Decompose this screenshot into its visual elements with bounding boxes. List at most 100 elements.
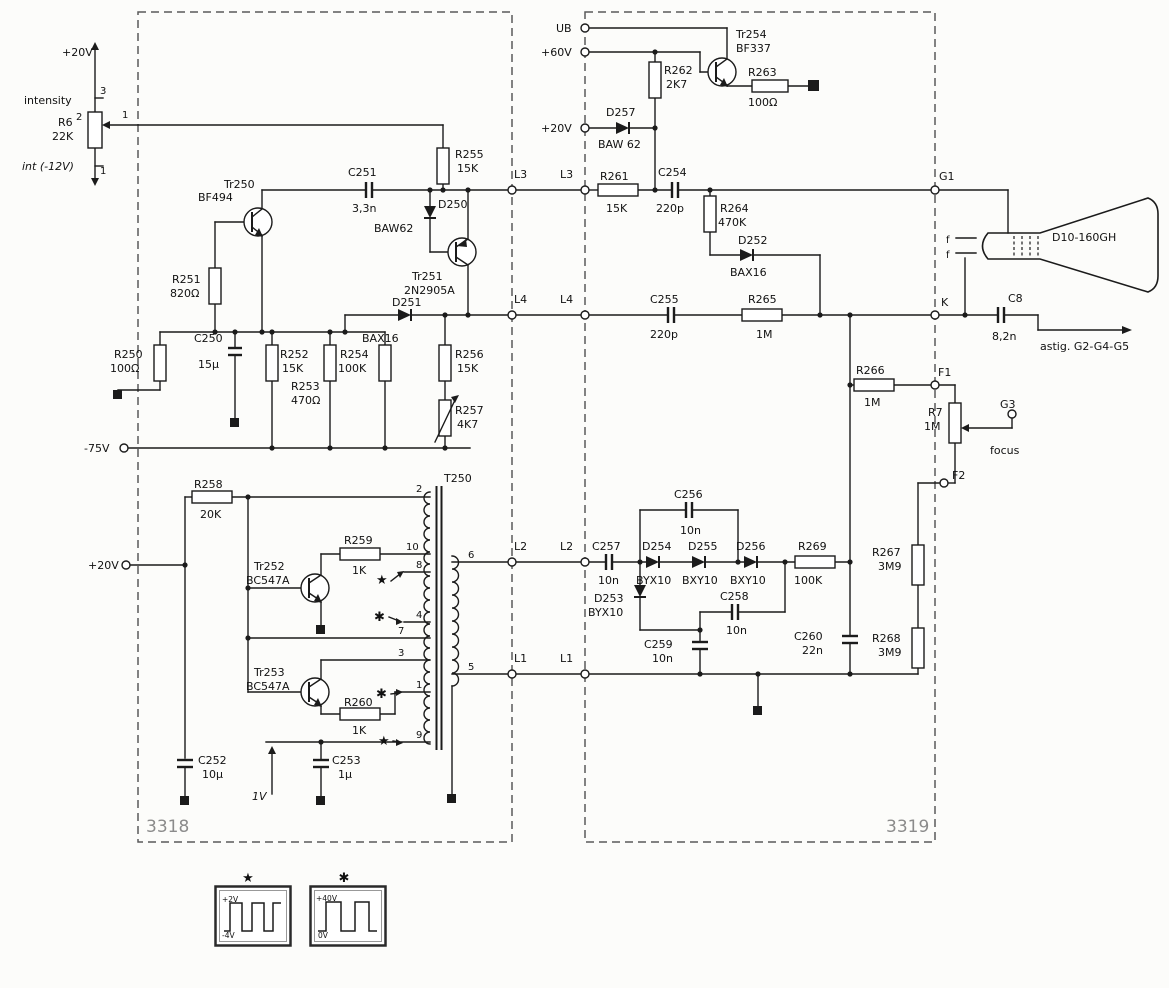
capacitor-plates	[177, 182, 1006, 769]
D256-name: D256	[736, 540, 765, 553]
C8-name: C8	[1008, 292, 1023, 305]
D257-name: D257	[606, 106, 635, 119]
R6-wiper-arrow-icon	[102, 121, 110, 129]
C253-value: 1µ	[338, 768, 352, 781]
D257-type: BAW 62	[598, 138, 641, 151]
link-L1: L1	[514, 652, 527, 665]
R250-name: R250	[114, 348, 143, 361]
module-id-right: 3319	[886, 817, 929, 837]
R259-value: 1K	[352, 564, 367, 577]
Tr251-name: Tr251	[411, 270, 443, 283]
R255-value: 15K	[457, 162, 479, 175]
rail-60v: +60V	[541, 46, 572, 59]
wiring	[94, 27, 1123, 797]
R256-body	[438, 344, 452, 382]
R265-body	[741, 308, 783, 322]
waveform1-trace-icon	[224, 902, 281, 932]
R267-name: R267	[872, 546, 901, 559]
C255-value: 220p	[650, 328, 678, 341]
R257-wiper-arrow-icon	[451, 395, 459, 403]
T250-pin: 9	[416, 730, 422, 741]
R258-value: 20K	[200, 508, 222, 521]
R266-body	[853, 378, 895, 392]
crt-pin-F2: F2	[952, 469, 965, 482]
D250-type: BAW62	[374, 222, 413, 235]
T250-pin: 5	[468, 662, 474, 673]
diode-cathode-bars	[410, 122, 758, 598]
terminal-F1	[930, 380, 940, 390]
flash-marker-icon: ✱	[374, 610, 385, 625]
crt-pin-G1: G1	[939, 170, 955, 183]
D255-name: D255	[688, 540, 717, 553]
T250-pin: 7	[398, 626, 404, 637]
crt-symbol	[981, 197, 1159, 293]
R256-value: 15K	[457, 362, 479, 375]
ground-icon	[180, 796, 189, 805]
ref-1v-label: 1V	[252, 790, 268, 803]
int-arrow-down-icon	[91, 178, 99, 186]
Tr254-type: BF337	[736, 42, 771, 55]
R7-name: R7	[928, 406, 943, 419]
R6-body	[87, 111, 103, 149]
terminal-ub	[580, 23, 590, 33]
R7-value: 1M	[924, 420, 941, 433]
link-L2: L2	[560, 540, 573, 553]
Tr251-type: 2N2905A	[404, 284, 455, 297]
R261-name: R261	[600, 170, 629, 183]
rail-20v-right: +20V	[541, 122, 572, 135]
R6-pin-bottom: 1	[100, 166, 106, 177]
C258-name: C258	[720, 590, 749, 603]
C256-name: C256	[674, 488, 703, 501]
T250-pin: 8	[416, 560, 422, 571]
Tr250-type: BF494	[198, 191, 233, 204]
R251-value: 820Ω	[170, 287, 199, 300]
star-marker-icon: ★	[376, 573, 388, 588]
terminal-L1-left	[507, 669, 517, 679]
rail-ub: UB	[556, 22, 572, 35]
R260-value: 1K	[352, 724, 367, 737]
ground-icon	[316, 625, 325, 634]
R266-name: R266	[856, 364, 885, 377]
R7-wiper-arrow-icon	[961, 424, 969, 432]
R6-name: R6	[58, 116, 73, 129]
R255-name: R255	[455, 148, 484, 161]
waveform-inset-1: +2V -4V	[214, 885, 292, 947]
D254-icon	[646, 556, 659, 568]
C259-value: 10n	[652, 652, 673, 665]
R262-name: R262	[664, 64, 693, 77]
crt-pin-G3: G3	[1000, 398, 1016, 411]
D254-name: D254	[642, 540, 671, 553]
C251-value: 3,3n	[352, 202, 376, 215]
R6-pin-3: 3	[100, 86, 106, 97]
D253-icon	[634, 585, 646, 597]
R253-body	[323, 344, 337, 382]
R258-body	[191, 490, 233, 504]
rail-20v-topleft: +20V	[62, 46, 93, 59]
arrow-tails	[388, 399, 456, 743]
C259-name: C259	[644, 638, 673, 651]
C258-value: 10n	[726, 624, 747, 637]
link-L4: L4	[560, 293, 573, 306]
waveform2-high-label: +40V	[316, 894, 338, 903]
R258-name: R258	[194, 478, 223, 491]
transistors	[243, 57, 737, 707]
R269-value: 100K	[794, 574, 823, 587]
D257-icon	[616, 122, 629, 134]
supply-arrow-up-icon	[91, 42, 99, 50]
Tr254-symbol	[707, 57, 737, 87]
link-L4: L4	[514, 293, 527, 306]
Tr252-name: Tr252	[253, 560, 285, 573]
D250-name: D250	[438, 198, 467, 211]
R255-body	[436, 147, 450, 185]
waveform2-trace-icon	[318, 901, 377, 932]
C250-value: 15µ	[198, 358, 219, 371]
R264-body	[703, 195, 717, 233]
Tr252-type: BC547A	[246, 574, 290, 587]
C256-value: 10n	[680, 524, 701, 537]
flash-marker-icon: ✱	[376, 687, 387, 702]
R252-body	[265, 344, 279, 382]
crt-electrodes-icon	[1013, 236, 1039, 256]
crt-pin-K: K	[941, 296, 949, 309]
terminal-minus75v	[119, 443, 129, 453]
